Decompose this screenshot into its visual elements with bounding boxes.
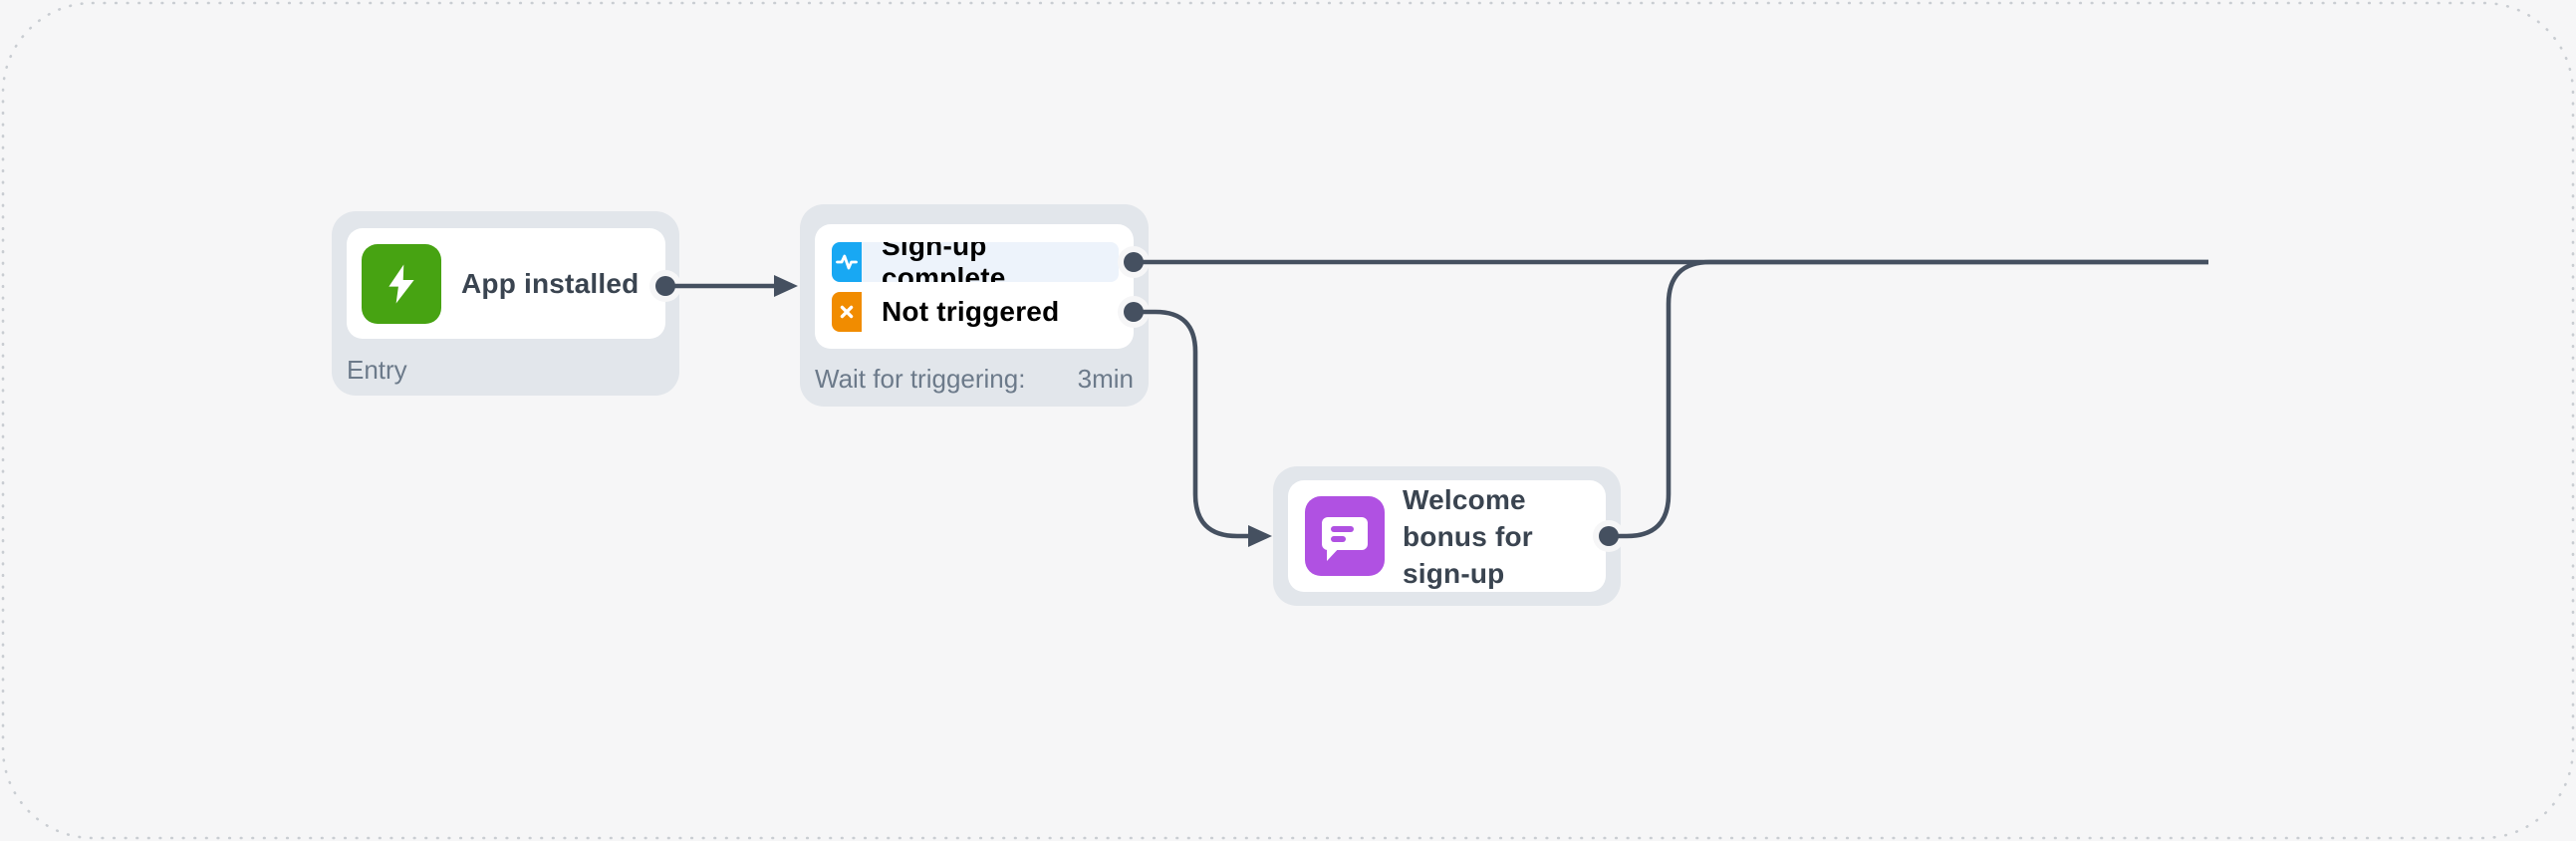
- entry-badge: Entry: [347, 355, 407, 385]
- node-app-installed-card: App installed: [347, 228, 665, 339]
- lightning-icon-tile: [362, 243, 441, 324]
- node-welcome-bonus-card: Welcome bonus for sign-up: [1288, 480, 1606, 592]
- output-row-signup-complete[interactable]: Sign-up complete: [832, 242, 1119, 282]
- node-title: Welcome bonus for sign-up: [1403, 483, 1533, 589]
- wait-label: Wait for triggering:: [815, 364, 1026, 394]
- pulse-icon-tile: [832, 242, 862, 282]
- node-trigger-card: Sign-up complete Not triggered: [815, 224, 1134, 349]
- output-row-not-triggered[interactable]: Not triggered: [832, 292, 1119, 332]
- lightning-icon: [388, 263, 414, 304]
- output-label: Sign-up complete: [862, 242, 1119, 282]
- chat-icon: [1322, 517, 1368, 561]
- pulse-icon: [836, 254, 858, 270]
- chat-icon-tile: [1305, 496, 1385, 576]
- output-label: Not triggered: [882, 296, 1060, 327]
- wait-value: 3min: [1077, 364, 1134, 394]
- x-icon-tile: [832, 292, 862, 332]
- node-app-installed[interactable]: App installed Entry: [332, 211, 679, 396]
- node-title: App installed: [461, 268, 640, 299]
- x-icon: [840, 305, 854, 319]
- node-welcome-bonus[interactable]: Welcome bonus for sign-up: [1273, 466, 1621, 606]
- node-trigger-wait[interactable]: Sign-up complete Not triggered Wait for …: [800, 204, 1149, 407]
